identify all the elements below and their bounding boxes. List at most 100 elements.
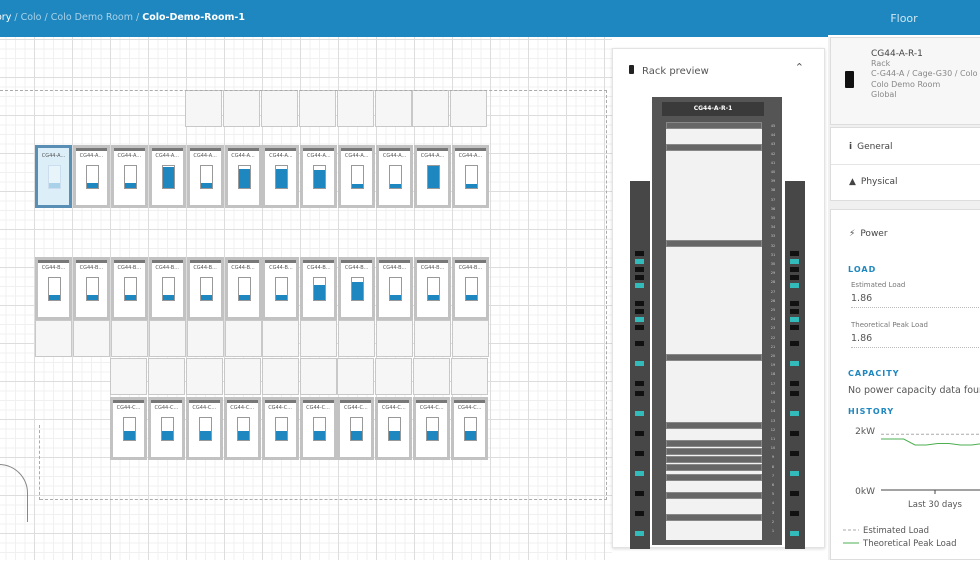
pdu-outlet [790,301,799,306]
pdu-outlet [790,259,799,264]
rack-device[interactable] [666,240,762,247]
floor-tile[interactable] [147,358,185,395]
rack-type: Rack [871,59,891,68]
pdu-outlet [635,361,644,366]
rack-tile[interactable]: CG44-A... [72,145,110,208]
floor-tile[interactable] [185,90,222,127]
pdu-outlet [635,267,644,272]
rack-tile[interactable]: CG44-B... [148,257,186,320]
floor-tile[interactable] [338,320,376,357]
floor-tile[interactable] [110,358,147,395]
floor-tile[interactable] [261,358,299,395]
rack-device[interactable] [666,456,762,463]
floor-tile[interactable] [300,320,338,357]
breadcrumb-item[interactable]: Colo [20,12,42,23]
rack-device[interactable] [666,422,762,429]
floor-tile[interactable] [450,90,488,127]
rack-label: CG44-B... [420,265,445,271]
floor-tile[interactable] [413,358,451,395]
rack-device[interactable] [666,448,762,455]
floor-plan[interactable]: CG44-A...CG44-A...CG44-A...CG44-A...CG44… [0,37,612,560]
floor-tile[interactable] [110,320,148,357]
rack-tile[interactable]: CG44-B... [110,257,148,320]
boundary-line [39,425,40,500]
floor-tile[interactable] [298,90,336,127]
rack-tile[interactable]: CG44-C... [185,397,223,460]
floor-tile[interactable] [260,90,298,127]
rack-device[interactable] [666,440,762,447]
rack-tile[interactable]: CG44-A... [186,145,224,208]
rack-tile[interactable]: CG44-B... [451,257,489,320]
section-physical[interactable]: ▲Physical [849,177,898,187]
rack-tile[interactable]: CG44-A... [262,145,300,208]
rack-device[interactable] [666,144,762,151]
floor-tile[interactable] [35,320,72,357]
pdu-outlet [790,267,799,272]
load-gauge [388,417,402,441]
rack-tile[interactable]: CG44-C... [299,397,337,460]
floor-tile[interactable] [375,358,413,395]
rack-device[interactable] [666,354,762,361]
floor-tile[interactable] [337,358,375,395]
rack-tile[interactable]: CG44-C... [451,397,489,460]
rack-device[interactable] [666,474,762,481]
rack-tile[interactable]: CG44-C... [147,397,185,460]
floor-tile[interactable] [299,358,337,395]
rack-tile[interactable]: CG44-B... [224,257,262,320]
floor-tile[interactable] [451,320,489,357]
rack-tile[interactable]: CG44-C... [261,397,299,460]
rack-device[interactable] [666,122,762,129]
rack-tile[interactable]: CG44-A... [300,145,338,208]
rack-tile[interactable]: CG44-A... [451,145,489,208]
load-gauge [389,277,403,301]
floor-tile[interactable] [451,358,489,395]
floor-tile[interactable] [222,90,260,127]
floor-tile[interactable] [224,320,262,357]
floor-tile[interactable] [376,320,414,357]
floor-tile[interactable] [186,320,224,357]
pdu-outlet [635,511,644,516]
load-gauge [313,277,327,301]
chevron-up-icon[interactable]: ⌃ [794,61,804,74]
floor-tile[interactable] [185,358,223,395]
floor-tile[interactable] [412,90,450,127]
breadcrumb-item[interactable]: Colo Demo Room [50,12,133,23]
floor-tile[interactable] [374,90,412,127]
pdu-right [785,181,805,549]
floor-tile[interactable] [72,320,110,357]
rack-tile[interactable]: CG44-B... [262,257,300,320]
rack-tile[interactable]: CG44-A... [35,145,72,208]
rack-tile[interactable]: CG44-A... [148,145,186,208]
rack-tile[interactable]: CG44-B... [376,257,414,320]
rack-tile[interactable]: CG44-C... [110,397,147,460]
rack-tile[interactable]: CG44-C... [223,397,261,460]
rack-tile[interactable]: CG44-A... [376,145,414,208]
rack-tile[interactable]: CG44-C... [337,397,375,460]
rack-device[interactable] [666,464,762,471]
floor-tile[interactable] [262,320,300,357]
rack-tile[interactable]: CG44-A... [338,145,376,208]
rack-tile[interactable]: CG44-B... [35,257,72,320]
rack-tile[interactable]: CG44-A... [414,145,451,208]
rack-tile[interactable]: CG44-B... [414,257,451,320]
load-gauge [199,165,213,189]
tab-floor[interactable]: Floor [828,0,980,37]
rack-tile[interactable]: CG44-B... [186,257,224,320]
rack-device[interactable] [666,514,762,521]
floor-tile[interactable] [414,320,451,357]
rack-tile[interactable]: CG44-A... [224,145,262,208]
breadcrumb-item[interactable]: ory [0,12,12,23]
rack-tile[interactable]: CG44-A... [110,145,148,208]
rack-tile[interactable]: CG44-B... [300,257,338,320]
section-power[interactable]: ⚡Power [849,229,888,239]
rack-device[interactable] [666,492,762,499]
rack-tile[interactable]: CG44-B... [338,257,376,320]
rack-label: CG44-B... [155,265,179,271]
rack-tile[interactable]: CG44-C... [375,397,413,460]
floor-tile[interactable] [148,320,186,357]
rack-tile[interactable]: CG44-C... [413,397,451,460]
rack-tile[interactable]: CG44-B... [72,257,110,320]
floor-tile[interactable] [223,358,261,395]
floor-tile[interactable] [336,90,374,127]
